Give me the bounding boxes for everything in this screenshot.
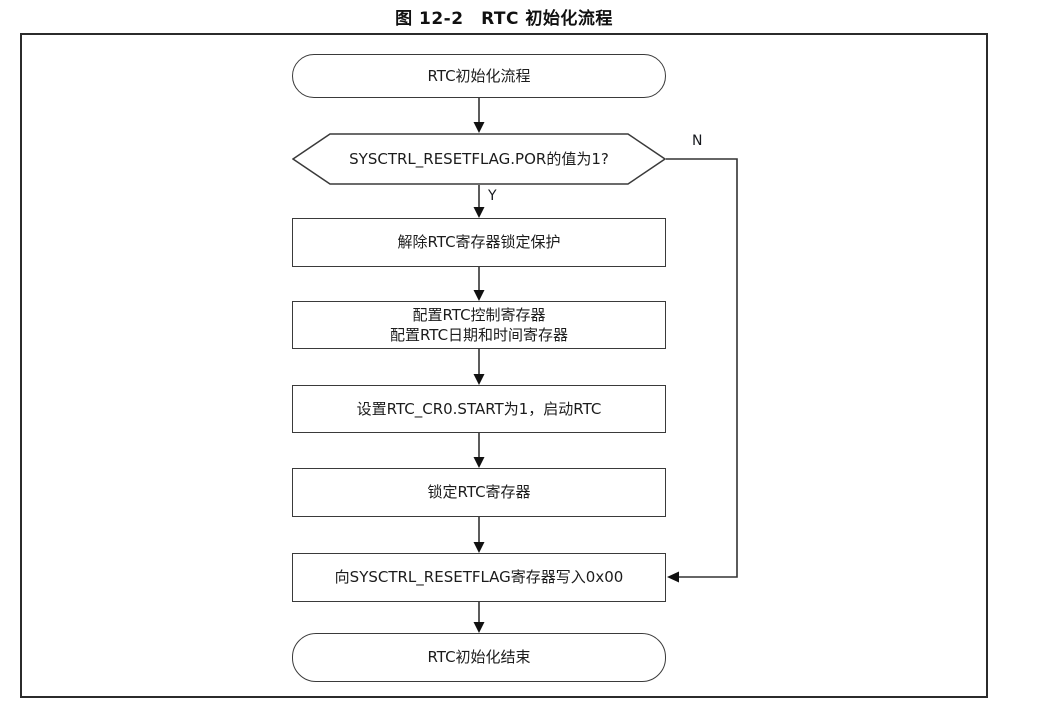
decision-hexagon-shape bbox=[292, 133, 666, 185]
step-set-cr0-start: 设置RTC_CR0.START为1，启动RTC bbox=[292, 385, 666, 433]
step-label: 锁定RTC寄存器 bbox=[427, 483, 531, 502]
end-terminal: RTC初始化结束 bbox=[292, 633, 666, 682]
step-label: 向SYSCTRL_RESETFLAG寄存器写入0x00 bbox=[334, 568, 624, 587]
step-unlock-rtc-registers: 解除RTC寄存器锁定保护 bbox=[292, 218, 666, 267]
step-label-line2: 配置RTC日期和时间寄存器 bbox=[389, 326, 569, 344]
step-write-resetflag: 向SYSCTRL_RESETFLAG寄存器写入0x00 bbox=[292, 553, 666, 602]
end-terminal-label: RTC初始化结束 bbox=[427, 648, 531, 667]
start-terminal: RTC初始化流程 bbox=[292, 54, 666, 98]
start-terminal-label: RTC初始化流程 bbox=[427, 66, 531, 85]
branch-label-no: N bbox=[692, 133, 703, 149]
decision-label: SYSCTRL_RESETFLAG.POR的值为1? bbox=[349, 149, 609, 168]
step-label: 解除RTC寄存器锁定保护 bbox=[397, 233, 561, 252]
decision-por-flag: SYSCTRL_RESETFLAG.POR的值为1? bbox=[292, 133, 666, 185]
step-label-line1: 配置RTC控制寄存器 bbox=[412, 305, 546, 324]
step-label: 设置RTC_CR0.START为1，启动RTC bbox=[356, 399, 602, 418]
branch-label-yes: Y bbox=[488, 188, 497, 204]
step-configure-rtc-registers: 配置RTC控制寄存器 配置RTC日期和时间寄存器 bbox=[292, 301, 666, 349]
figure-title: 图 12-2 RTC 初始化流程 bbox=[395, 9, 613, 29]
step-lock-rtc-registers: 锁定RTC寄存器 bbox=[292, 468, 666, 517]
